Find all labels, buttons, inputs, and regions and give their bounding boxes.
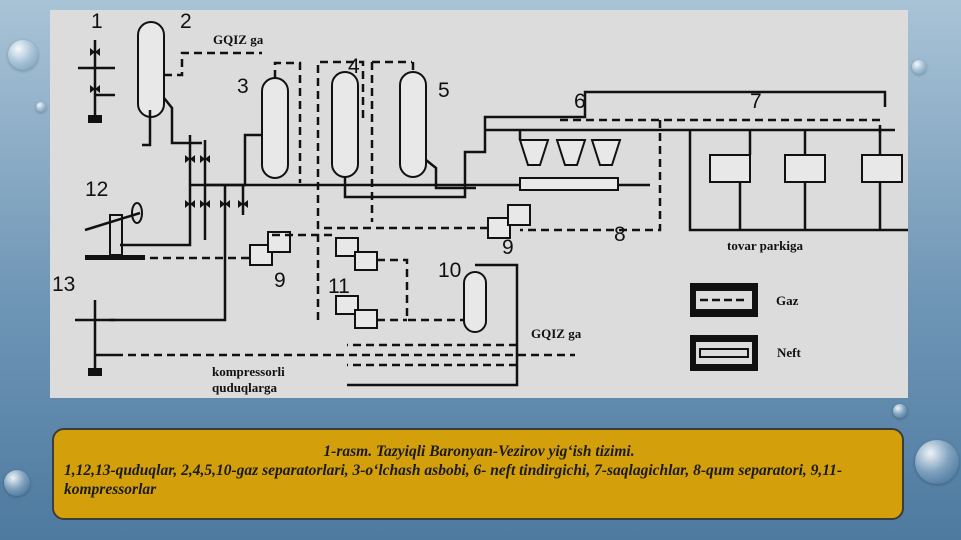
label-1: 1: [91, 10, 103, 33]
label-5: 5: [438, 79, 450, 102]
gqiz-top-label: GQIZ ga: [213, 32, 264, 47]
water-droplet: [36, 102, 46, 112]
label-7: 7: [750, 90, 762, 113]
well-13: [75, 300, 115, 376]
gathering-system-diagram: Gaz Neft 1 2 3 4 5 6 7 8 9 9 10 11 12 13…: [50, 10, 908, 398]
caption-box: 1-rasm. Tazyiqli Baronyan-Vezirov yig‘is…: [52, 428, 904, 520]
label-2: 2: [180, 10, 192, 33]
separator-4: [331, 71, 359, 178]
label-3: 3: [237, 75, 249, 98]
label-6: 6: [574, 90, 586, 113]
separator-2: [137, 21, 165, 118]
oil-settler-6: [518, 139, 622, 191]
separator-5: [399, 71, 427, 178]
caption-text: 1,12,13-quduqlar, 2,4,5,10-gaz separator…: [64, 462, 843, 498]
quduqlarga-label: quduqlarga: [212, 380, 278, 395]
water-droplet: [4, 470, 30, 496]
label-10: 10: [438, 259, 461, 282]
caption-title: 1-rasm. Tazyiqli Baronyan-Vezirov yig‘is…: [323, 443, 635, 460]
water-droplet: [8, 40, 38, 70]
tovar-parkiga-label: tovar parkiga: [727, 238, 803, 253]
well-1: [78, 40, 115, 123]
kompressorli-label: kompressorli: [212, 364, 285, 379]
gqiz-bottom-label: GQIZ ga: [531, 326, 582, 341]
water-droplet: [912, 60, 926, 74]
legend-gas-label: Gaz: [776, 293, 799, 308]
label-13: 13: [52, 273, 75, 296]
legend: Gaz Neft: [690, 283, 801, 371]
well-12-pumpjack: [84, 202, 145, 260]
storage-tanks-7: [709, 154, 903, 183]
legend-oil-label: Neft: [777, 345, 801, 360]
label-12: 12: [85, 178, 108, 201]
label-4: 4: [348, 55, 360, 78]
water-droplet: [893, 404, 907, 418]
label-8: 8: [614, 223, 626, 246]
measuring-device-3: [261, 77, 289, 179]
water-droplet: [915, 440, 959, 484]
label-11: 11: [328, 275, 350, 298]
label-9b: 9: [502, 236, 514, 259]
separator-10: [463, 271, 487, 333]
label-9a: 9: [274, 269, 286, 292]
